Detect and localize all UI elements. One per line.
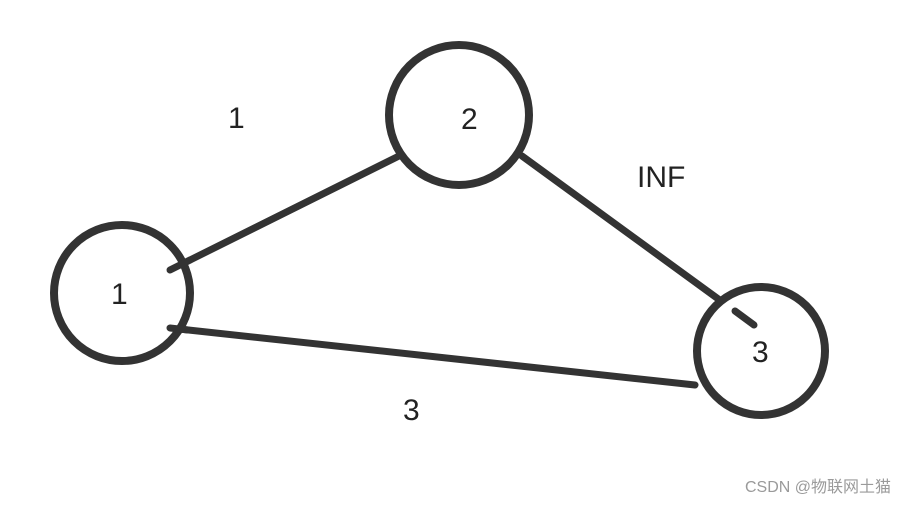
edge-1-3-weight: 3 — [403, 394, 420, 427]
edge-2-3-tip — [731, 307, 758, 329]
node-3-label: 3 — [752, 336, 769, 369]
node-2-label: 2 — [461, 103, 478, 136]
edge-2-3-weight: INF — [637, 161, 685, 194]
edge-1-2-weight: 1 — [228, 102, 245, 135]
csdn-watermark: CSDN @物联网土猫 — [745, 478, 891, 496]
edge-1-2-tip — [166, 256, 194, 274]
edge-1-3-tip — [166, 324, 192, 334]
node-1 — [50, 221, 194, 365]
node-1-label: 1 — [111, 278, 128, 311]
edge-2-3 — [518, 152, 758, 329]
edge-1-3 — [166, 324, 699, 389]
edge-1-2 — [166, 150, 407, 274]
node-2 — [385, 41, 533, 189]
node-3 — [693, 283, 829, 419]
